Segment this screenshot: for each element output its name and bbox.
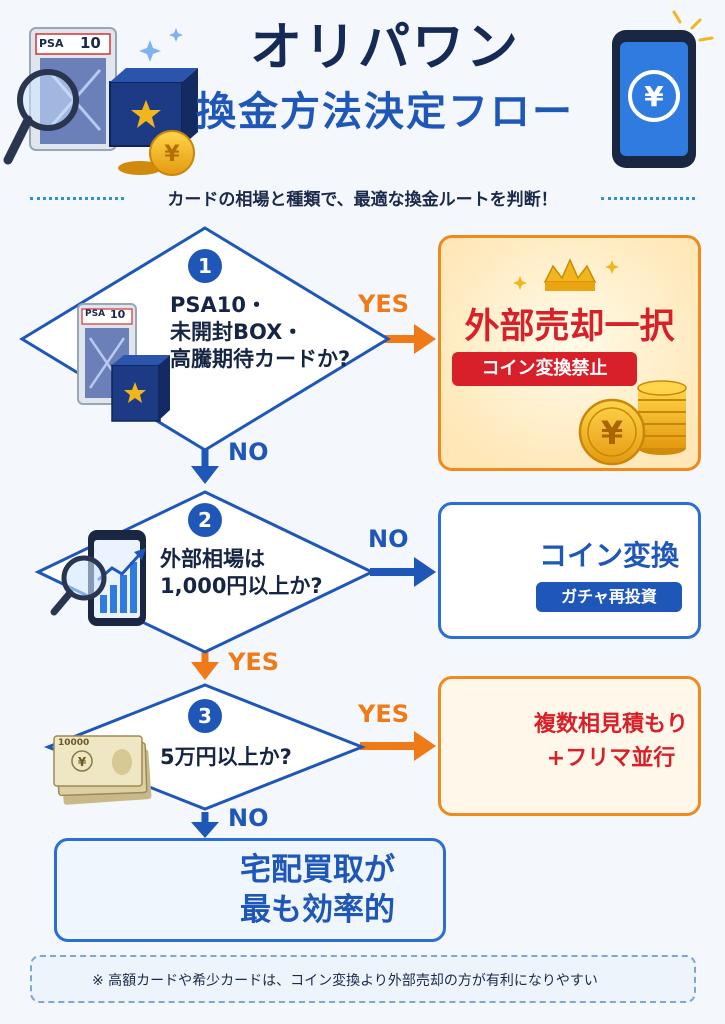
arrow-down-no-1	[191, 466, 219, 484]
result-delivery-line-2: 最も効率的	[240, 892, 395, 928]
q2-chart-icon	[50, 530, 146, 626]
step-badge-1	[188, 249, 222, 283]
header-psa-label: PSA	[39, 37, 64, 50]
yen-coin-large-icon	[578, 398, 646, 466]
question-2-line-1: 外部相場は	[160, 547, 265, 571]
branch-label-q1-yes: YES	[358, 290, 410, 318]
result-external-sale-title: 外部売却一択	[464, 307, 675, 347]
result-multi-estimate	[438, 676, 701, 816]
branch-label-q2-yes: YES	[228, 648, 280, 676]
star-icon	[131, 100, 161, 128]
branch-label-q2-no: NO	[368, 525, 409, 553]
page-title-sub: 換金方法決定フロー	[196, 89, 574, 135]
branch-label-q3-yes: YES	[358, 700, 410, 728]
arrow-right-yes-3	[414, 731, 436, 761]
result-external-sale	[438, 235, 701, 471]
step-badge-3	[188, 699, 222, 733]
question-3-text: 5万円以上か?	[160, 745, 292, 769]
page-title: オリパワン	[249, 18, 520, 78]
step-number-1: 1	[198, 254, 212, 278]
q1-box-icon	[111, 364, 161, 422]
svg-text:¥: ¥	[164, 142, 180, 167]
subtitle-divider-left	[30, 197, 124, 200]
q3-banknote-icon: ¥	[53, 735, 152, 805]
arrow-down-yes-2	[191, 662, 219, 680]
svg-text:¥: ¥	[78, 755, 87, 769]
question-1-line-2: 未開封BOX・	[170, 320, 304, 344]
crown-icon	[543, 258, 597, 291]
header-phone-illustration: ¥	[612, 10, 714, 168]
yen-coin-icon	[149, 130, 195, 176]
result-multi-estimate-line-1: 複数相見積もり	[533, 712, 688, 737]
result-multi-estimate-line-2: +フリマ並行	[546, 746, 676, 771]
arrow-down-no-3	[191, 822, 219, 838]
footer-note-text: ※ 高額カードや希少カードは、コイン変換より外部売却の方が有利になりやすい	[92, 973, 598, 989]
step-badge-2	[188, 503, 222, 537]
result-coin-convert	[438, 502, 701, 639]
q2-magnifier-icon	[61, 555, 107, 601]
question-1-line-3: 高騰期待カードか?	[170, 347, 351, 371]
result-external-sale-badge: コイン変換禁止	[452, 352, 637, 386]
footer-note	[30, 955, 696, 1003]
result-coin-convert-title: コイン変換	[538, 539, 679, 572]
q1-card-icon	[77, 303, 170, 422]
q1-psa-grade: 10	[110, 308, 126, 321]
header-psa-grade: 10	[80, 34, 101, 52]
step-number-2: 2	[198, 508, 212, 532]
step-number-3: 3	[198, 704, 212, 728]
result-coin-convert-badge: ガチャ再投資	[536, 582, 682, 612]
magnifier-icon	[17, 69, 79, 131]
result-multi-estimate-title: 複数相見積もり +フリマ並行	[528, 708, 694, 776]
result-delivery-line-1: 宅配買取が	[240, 852, 395, 888]
arrow-right-no-2	[414, 557, 436, 587]
q1-psa-label: PSA	[85, 309, 106, 319]
arrow-right-yes-1	[414, 324, 436, 354]
question-2-text: 外部相場は 1,000円以上か?	[160, 546, 323, 600]
branch-label-q1-no: NO	[228, 438, 269, 466]
question-2-line-2: 1,000円以上か?	[160, 574, 323, 598]
header-card-illustration: ¥	[3, 27, 198, 176]
connectors	[191, 324, 436, 838]
subtitle-divider-right	[601, 197, 695, 200]
coin-letter: C	[462, 587, 478, 611]
result-delivery-title: 宅配買取が 最も効率的	[240, 850, 430, 930]
page-subtitle: カードの相場と種類で、最適な換金ルートを判断！	[167, 190, 558, 210]
result-coin-stack-icon: ¥	[513, 260, 687, 466]
yen-icon: ¥	[644, 80, 664, 113]
question-1-text: PSA10・ 未開封BOX・ 高騰期待カードか?	[170, 292, 350, 373]
q3-bill-value: 10000	[58, 738, 90, 748]
svg-text:¥: ¥	[601, 414, 623, 452]
result-delivery	[54, 838, 446, 942]
question-1-line-1: PSA10・	[170, 293, 267, 317]
branch-label-q3-no: NO	[228, 804, 269, 832]
